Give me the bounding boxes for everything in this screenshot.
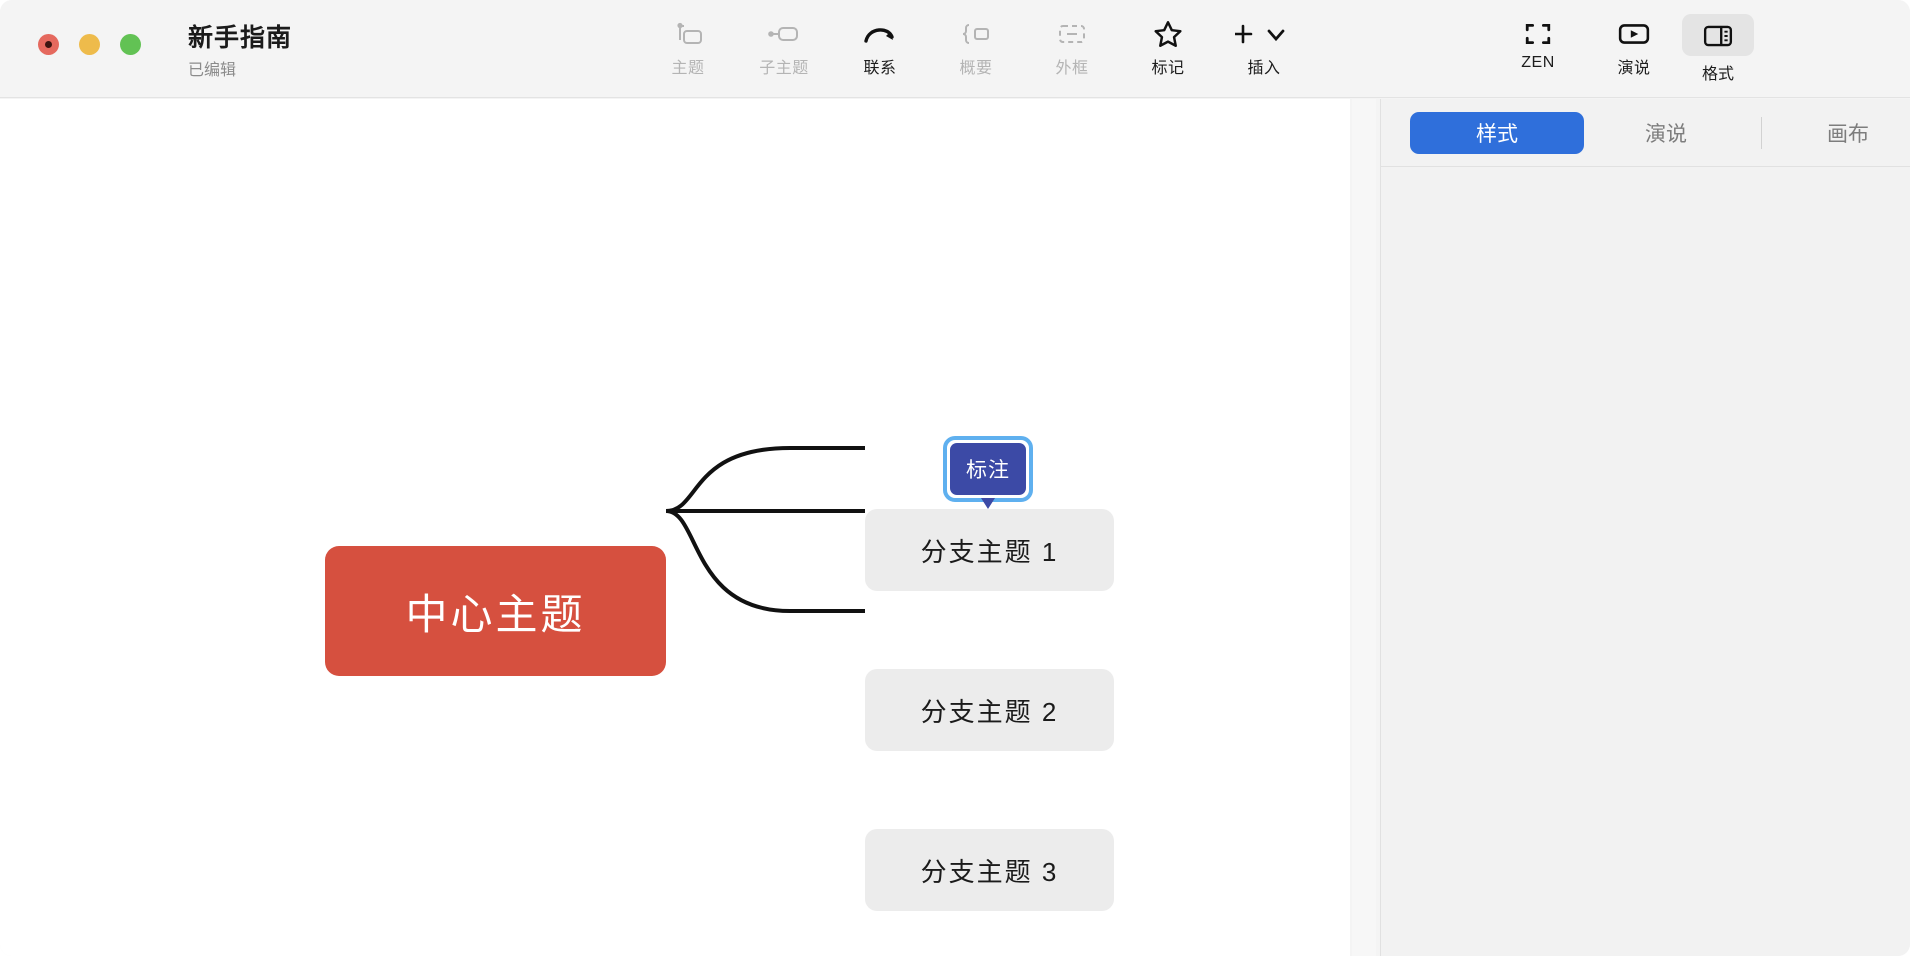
tab-separator (1761, 117, 1762, 149)
toolbar-label-marker: 标记 (1151, 60, 1185, 77)
branch-topic-node-1[interactable]: 分支主题 1 (865, 509, 1114, 591)
branch-topic-node-2[interactable]: 分支主题 2 (865, 669, 1114, 751)
zen-frame-icon (1524, 18, 1552, 50)
toolbar-item-summary[interactable]: 概要 (928, 14, 1024, 78)
plus-icon (1235, 18, 1293, 50)
toolbar-label-present: 演说 (1617, 60, 1651, 77)
toolbar-label-zen: ZEN (1521, 54, 1555, 71)
marker-star-icon (1153, 18, 1183, 50)
toolbar-item-present[interactable]: 演说 (1586, 14, 1682, 78)
toolbar-item-subtopic[interactable]: 子主题 (736, 14, 832, 78)
branch-topic-node-3[interactable]: 分支主题 3 (865, 829, 1114, 911)
summary-icon (961, 18, 991, 50)
callout-label: 标注 (950, 443, 1026, 495)
toolbar-right: ZEN 演说 (1490, 14, 1754, 84)
panel-tab-bar: 样式 演说 画布 (1381, 99, 1910, 167)
mindmap-canvas[interactable]: 中心主题 分支主题 1 分支主题 2 分支主题 3 标注 (0, 99, 1350, 956)
central-topic-node[interactable]: 中心主题 (325, 546, 666, 676)
toolbar-item-relation[interactable]: 联系 (832, 14, 928, 78)
tab-canvas[interactable]: 画布 (1827, 122, 1869, 146)
connector-lines (665, 446, 865, 613)
toolbar-item-zen[interactable]: ZEN (1490, 14, 1586, 72)
boundary-icon (1057, 18, 1087, 50)
canvas-vertical-scrollbar[interactable] (1352, 99, 1376, 956)
present-play-icon (1618, 18, 1650, 50)
toolbar-label-boundary: 外框 (1055, 60, 1089, 77)
window-controls (38, 34, 141, 55)
toolbar-label-subtopic: 子主题 (759, 60, 809, 77)
toolbar-label-summary: 概要 (959, 60, 993, 77)
toolbar-item-topic[interactable]: 主题 (640, 14, 736, 78)
title-bar: 新手指南 已编辑 主题 (0, 0, 1910, 98)
document-status: 已编辑 (188, 62, 237, 79)
toolbar-item-format[interactable]: 格式 (1682, 14, 1754, 84)
relation-icon (863, 18, 897, 50)
subtopic-icon (768, 18, 800, 50)
format-panel: 样式 演说 画布 标注 填充 (1380, 99, 1910, 956)
format-chip[interactable] (1682, 14, 1754, 56)
close-button[interactable] (38, 34, 59, 55)
toolbar-label-topic: 主题 (671, 60, 705, 77)
minimize-button[interactable] (79, 34, 100, 55)
toolbar-item-insert[interactable]: 插入 (1216, 14, 1312, 78)
tab-style[interactable]: 样式 (1410, 111, 1584, 154)
toolbar-item-marker[interactable]: 标记 (1120, 14, 1216, 78)
maximize-button[interactable] (120, 34, 141, 55)
toolbar-label-format: 格式 (1701, 66, 1734, 83)
toolbar-label-relation: 联系 (863, 60, 897, 77)
format-panel-icon (1703, 20, 1733, 52)
document-title: 新手指南 (188, 24, 293, 52)
toolbar-item-boundary[interactable]: 外框 (1024, 14, 1120, 78)
toolbar-center: 主题 子主题 联系 (640, 14, 1312, 78)
callout-selection-ring[interactable]: 标注 (943, 436, 1033, 509)
callout-node[interactable]: 标注 (943, 436, 1033, 509)
toolbar-label-insert: 插入 (1247, 60, 1281, 77)
tab-present[interactable]: 演说 (1645, 122, 1687, 146)
topic-icon (673, 18, 703, 50)
callout-tail-icon (981, 498, 995, 509)
